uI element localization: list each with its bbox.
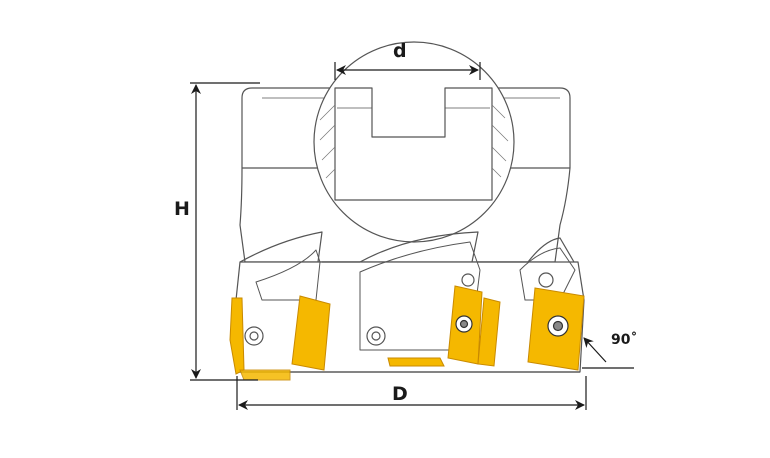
dim-label-d: d bbox=[393, 40, 407, 62]
angle-label: 90˚ bbox=[611, 332, 638, 348]
screw-hole-right bbox=[538, 272, 554, 288]
insert-screws bbox=[455, 315, 569, 337]
dim-label-D: D bbox=[392, 383, 408, 405]
bore-hatching bbox=[319, 104, 509, 179]
insert-4 bbox=[477, 297, 501, 367]
screw-hole-mid bbox=[461, 273, 475, 287]
insert-2 bbox=[291, 295, 331, 371]
insert-1 bbox=[229, 297, 245, 375]
dimension-lines bbox=[190, 62, 634, 410]
angle-arrow bbox=[583, 337, 607, 363]
screw-holes bbox=[244, 272, 554, 346]
dim-label-H: H bbox=[174, 198, 190, 220]
keyway-slot bbox=[334, 87, 493, 201]
